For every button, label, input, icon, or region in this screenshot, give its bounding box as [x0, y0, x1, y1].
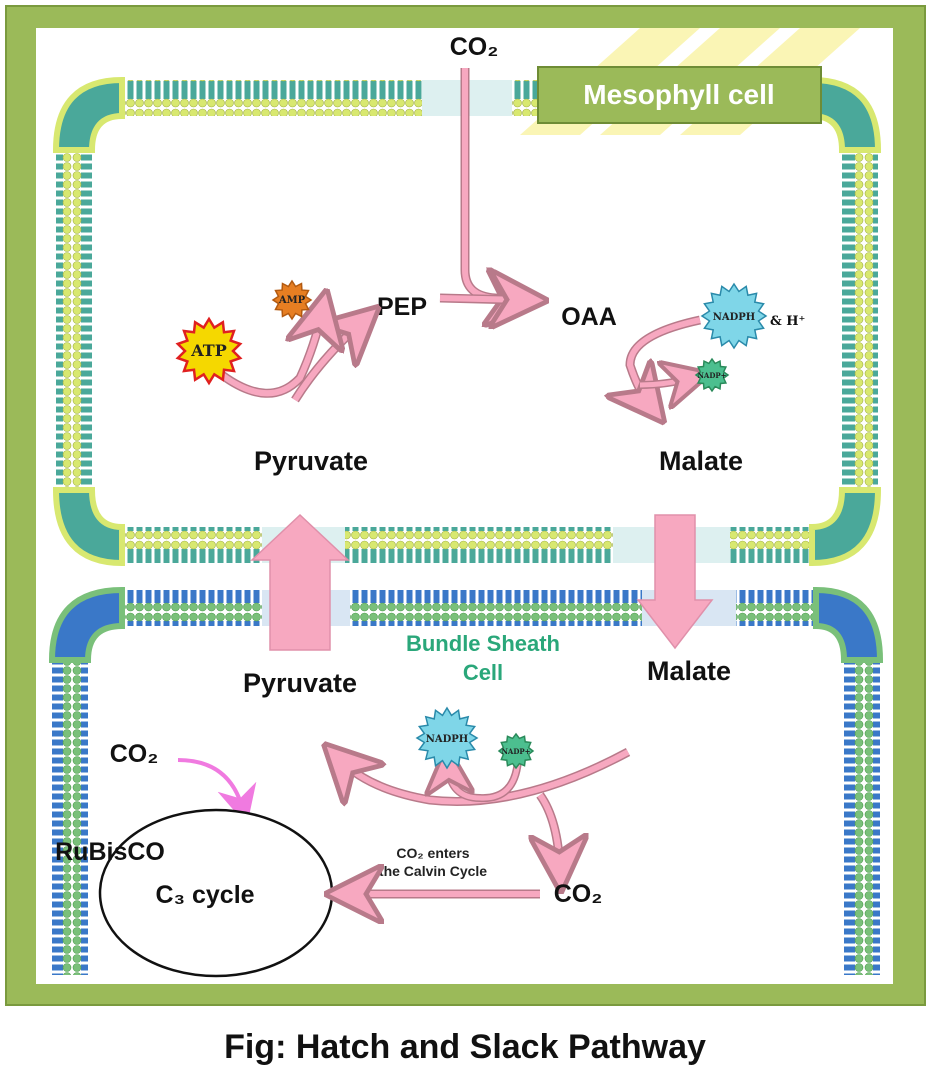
amp-icon: AMP — [271, 279, 313, 321]
malate-down-arrow — [636, 514, 714, 650]
malate-bundle-label: Malate — [647, 656, 731, 686]
malate-mesophyll-label: Malate — [659, 446, 743, 476]
pep-label: PEP — [377, 293, 427, 321]
svg-text:NADP+: NADP+ — [501, 747, 530, 756]
bundle-sheath-label-line1: Bundle Sheath — [406, 631, 560, 656]
nadp-top-icon: NADP+ — [694, 357, 730, 393]
co2-enters-line2: the Calvin Cycle — [379, 863, 487, 879]
bundle-sheath-label-line2: Cell — [463, 660, 503, 685]
mesophyll-label: Mesophyll cell — [583, 79, 774, 110]
co2-enters-line1: CO₂ enters — [396, 845, 469, 861]
co2-left-label: CO₂ — [110, 740, 159, 768]
svg-text:NADP+: NADP+ — [697, 371, 726, 380]
h-plus-label: & H⁺ — [770, 314, 805, 329]
co2-top-label: CO₂ — [450, 33, 499, 61]
pyruvate-mesophyll-label: Pyruvate — [254, 446, 368, 476]
nadph-top-icon: NADPH — [700, 282, 768, 350]
nadph-bottom-icon: NADPH — [415, 706, 479, 770]
figure-caption: Fig: Hatch and Slack Pathway — [224, 1028, 706, 1066]
nadp-bottom-icon: NADP+ — [497, 732, 535, 770]
svg-text:NADPH: NADPH — [713, 312, 756, 323]
c3-cycle-label: C₃ cycle — [155, 881, 254, 909]
pyruvate-bundle-label: Pyruvate — [243, 668, 357, 698]
oaa-label: OAA — [561, 303, 617, 331]
co2-to-c3-arrow — [177, 758, 257, 826]
svg-text:NADPH: NADPH — [426, 734, 469, 745]
pyruvate-up-arrow — [250, 513, 350, 651]
rubisco-label: RuBisCO — [55, 838, 165, 866]
atp-icon: ATP — [175, 316, 243, 386]
co2-bottom-label: CO₂ — [554, 880, 603, 908]
mesophyll-label-box — [537, 66, 822, 124]
svg-text:AMP: AMP — [278, 295, 306, 306]
svg-text:ATP: ATP — [190, 341, 226, 360]
